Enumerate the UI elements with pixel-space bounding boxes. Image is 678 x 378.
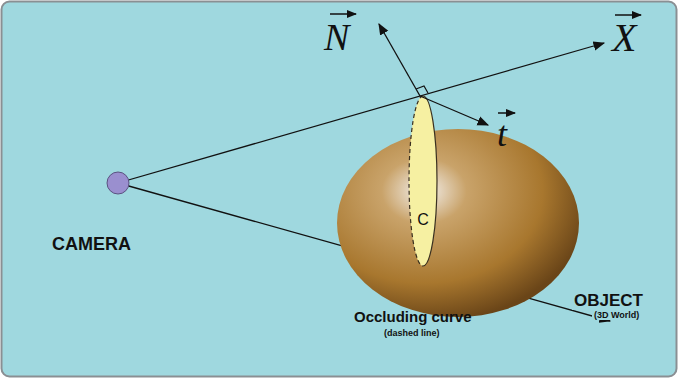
node-title: OBJECT	[572, 292, 645, 310]
ray-label: X	[612, 18, 636, 58]
curve-back-dashed	[409, 96, 423, 266]
camera-circle-outline	[106, 171, 130, 195]
camera-circle	[107, 172, 129, 194]
curve-caption: Occluding curve	[354, 309, 472, 324]
normal-vector	[379, 24, 420, 96]
curve-fill	[409, 96, 437, 266]
curve-front	[423, 96, 437, 266]
node-title: C	[417, 212, 429, 229]
node-title: CAMERA	[52, 235, 131, 254]
vector-arrow	[498, 112, 515, 114]
occluding-curve: C	[408, 95, 438, 267]
node-subtitle: (3D World)	[592, 311, 641, 320]
object-ellipse	[337, 129, 579, 317]
curve-note: (dashed line)	[384, 329, 440, 338]
camera-circle: CAMERA	[106, 171, 130, 195]
normal-label: N	[324, 18, 349, 56]
right-angle-mark	[416, 86, 428, 93]
vector-arrow	[615, 14, 641, 16]
vector-arrow	[330, 13, 356, 15]
tangent-label: t	[497, 116, 507, 152]
object-ellipse: OBJECT(3D World)C	[336, 128, 580, 318]
occluding-curve-outline	[408, 95, 438, 267]
object-ellipse-outline	[336, 128, 580, 318]
